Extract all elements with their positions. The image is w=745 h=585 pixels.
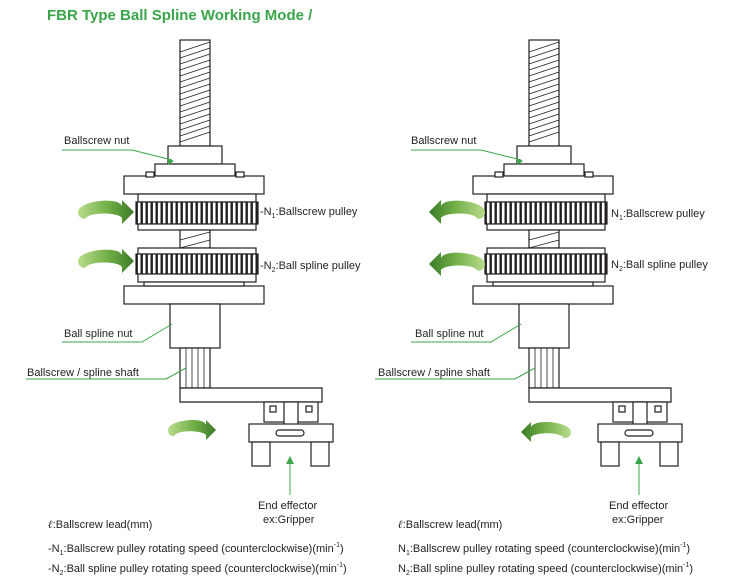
housing-plate-bottom [472, 285, 614, 305]
end-effector-arm [179, 387, 323, 403]
label-ballscrew-pulley: N1:Ballscrew pulley [611, 208, 705, 222]
svg-text:ℓ:Ballscrew lead(mm): ℓ:Ballscrew lead(mm) [48, 518, 152, 531]
label-ball-spline-nut: Ball spline nut [64, 328, 133, 340]
label-shaft: Ballscrew / spline shaft [27, 367, 139, 379]
svg-text:N2:Ball spline pulley rotating: N2:Ball spline pulley rotating speed (co… [398, 562, 693, 577]
svg-text:ℓ:Ballscrew lead(mm): ℓ:Ballscrew lead(mm) [398, 518, 502, 531]
page-title: FBR Type Ball Spline Working Mode / [47, 7, 313, 24]
ballscrew-pulley [484, 193, 608, 231]
panel-left: Ballscrew nut -N1:Ballscrew pulley -N2:B… [26, 39, 361, 577]
rotation-arrow-n2 [78, 249, 134, 273]
label-gripper: ex:Gripper [263, 514, 315, 526]
ball-spline-nut [518, 303, 570, 349]
legend-left: ℓ:Ballscrew lead(mm) -N1:Ballscrew pulle… [48, 518, 347, 577]
label-end-effector: End effector [258, 500, 317, 512]
label-end-effector: End effector [609, 500, 668, 512]
rotation-arrow-n1 [78, 200, 134, 224]
ballscrew-nut [516, 145, 572, 165]
label-ballscrew-nut: Ballscrew nut [64, 135, 129, 147]
rotation-arrow-effector [521, 421, 571, 442]
ballscrew-pulley [135, 193, 259, 231]
housing-plate-top [123, 175, 265, 195]
label-ball-spline-nut: Ball spline nut [415, 328, 484, 340]
housing-plate-top [472, 175, 614, 195]
legend-right: ℓ:Ballscrew lead(mm) N1:Ballscrew pulley… [398, 518, 693, 577]
spline-shaft [528, 347, 560, 389]
spline-shaft [179, 347, 211, 389]
ballscrew-thread [528, 39, 560, 147]
ball-spline-pulley [135, 247, 259, 283]
gripper [248, 401, 334, 467]
label-ball-spline-pulley: -N2:Ball spline pulley [260, 260, 361, 274]
label-ball-spline-pulley: N2:Ball spline pulley [611, 259, 708, 273]
label-shaft: Ballscrew / spline shaft [378, 367, 490, 379]
ball-spline-nut [169, 303, 221, 349]
label-gripper: ex:Gripper [612, 514, 664, 526]
svg-text:-N1:Ballscrew pulley rotating: -N1:Ballscrew pulley rotating speed (cou… [48, 542, 344, 557]
rotation-arrow-n1 [429, 200, 485, 224]
svg-text:-N2:Ball spline pulley rotatin: -N2:Ball spline pulley rotating speed (c… [48, 562, 347, 577]
housing-plate-bottom [123, 285, 265, 305]
panel-right: Ballscrew nut N1:Ballscrew pulley N2:Bal… [375, 39, 708, 577]
gripper [597, 401, 683, 467]
label-ballscrew-pulley: -N1:Ballscrew pulley [260, 206, 358, 220]
ballscrew-thread [179, 39, 211, 147]
svg-text:N1:Ballscrew pulley rotating s: N1:Ballscrew pulley rotating speed (coun… [398, 542, 690, 557]
end-effector-arm [528, 387, 672, 403]
ballscrew-nut [167, 145, 223, 165]
rotation-arrow-effector [168, 419, 216, 440]
label-ballscrew-nut: Ballscrew nut [411, 135, 476, 147]
ball-spline-pulley [484, 247, 608, 283]
rotation-arrow-n2 [429, 252, 485, 276]
